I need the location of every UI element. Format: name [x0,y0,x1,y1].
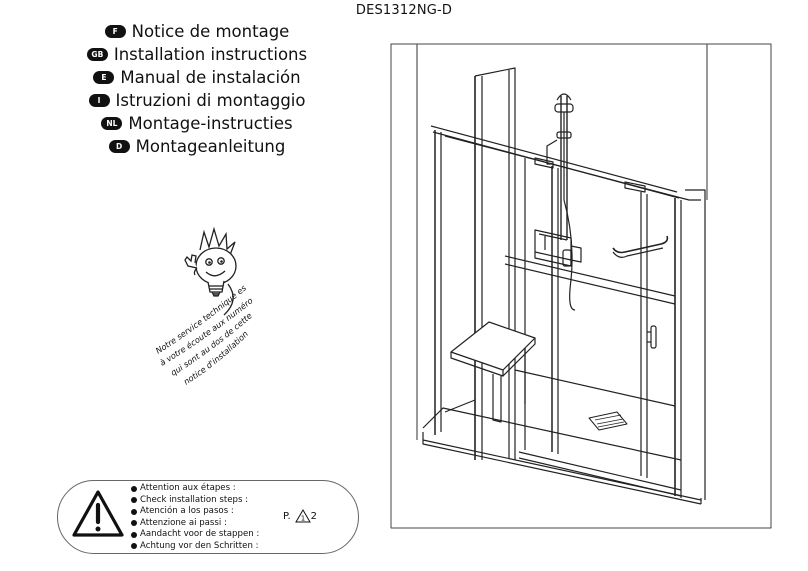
page-number: 2 [310,510,318,522]
bullet-icon [131,543,137,550]
flag-es-badge: E [93,71,115,84]
title-it-text: Istruzioni di montaggio [115,91,306,110]
shower-enclosure-illustration [390,43,772,529]
bullet-icon [131,531,137,538]
service-mascot: Notre service technique est à votre écou… [140,220,255,387]
bullet-icon [131,520,137,527]
bullet-icon [131,485,137,492]
title-nl: NL Montage-instructies [62,112,332,135]
title-gb-text: Installation instructions [113,45,308,64]
flag-gb-badge: GB [86,48,108,61]
title-it: I Istruzioni di montaggio [62,89,332,112]
bullet-icon [131,497,137,504]
flag-nl-badge: NL [101,117,123,130]
flag-de-badge: D [108,140,130,153]
shower-enclosure-drawing [390,43,772,529]
step-text: Aandacht voor de stappen : [140,529,260,539]
title-es-text: Manual de instalación [120,68,301,87]
service-note-curved-text: Notre service technique est à votre écou… [140,220,255,387]
lightbulb-mascot-icon [184,226,237,316]
installation-steps-notice: Attention aux étapes : Check installatio… [57,480,359,554]
step-line-fr: Attention aux étapes : [131,483,259,495]
step-text: Attention aux étapes : [140,483,236,493]
step-text: Check installation steps : [140,494,249,505]
flag-fr-badge: F [104,25,126,38]
title-nl-text: Montage-instructies [128,114,293,133]
page-label: P. [283,510,291,522]
title-gb: GB Installation instructions [62,43,332,66]
step-text: Achtung vor den Schritten : [140,540,259,551]
flag-it-badge: I [88,94,110,107]
page-reference: P. 1 2 [283,509,317,523]
title-fr: F Notice de montage [62,20,332,43]
steps-text-list: Attention aux étapes : Check installatio… [131,483,259,552]
title-es: E Manual de instalación [62,66,332,89]
model-code: DES1312NG-D [355,3,453,18]
svg-text:1: 1 [300,515,304,523]
step-text: Attenzione ai passi : [140,517,227,528]
title-fr-text: Notice de montage [131,22,290,41]
warning-triangle-icon [72,490,124,537]
step-line-es: Atención a los pasos : [131,506,259,518]
step-line-nl: Aandacht voor de stappen : [131,529,259,541]
title-de: D Montageanleitung [62,135,332,158]
step-line-it: Attenzione ai passi : [131,518,259,530]
language-title-list: F Notice de montage GB Installation inst… [62,20,332,158]
small-warning-icon: 1 [294,509,311,523]
step-line-de: Achtung vor den Schritten : [131,541,259,553]
step-text: Atención a los pasos : [140,506,234,516]
step-line-gb: Check installation steps : [131,495,259,507]
bullet-icon [131,508,137,515]
title-de-text: Montageanleitung [135,137,286,156]
